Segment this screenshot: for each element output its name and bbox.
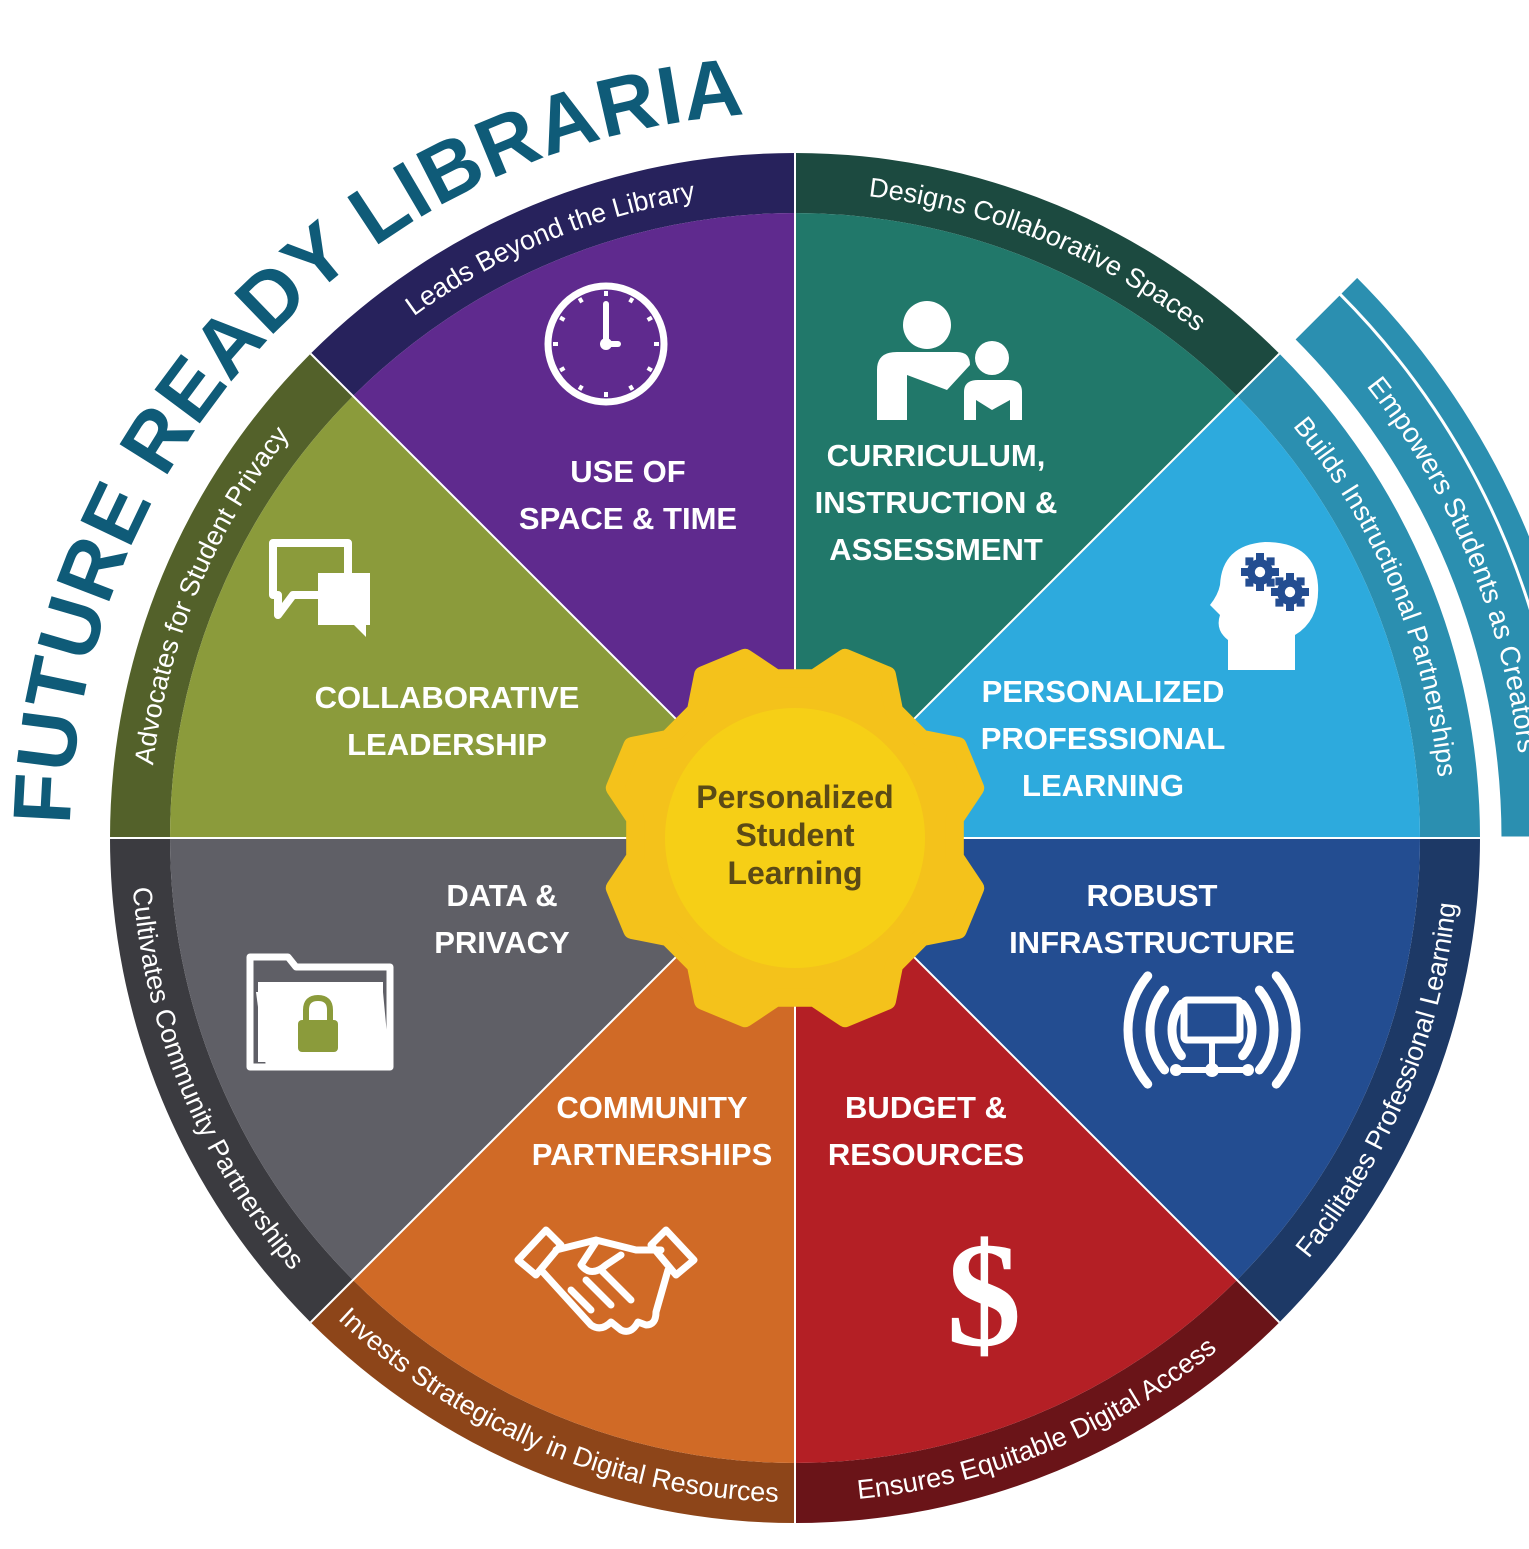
segment-community [170,838,795,1280]
chat-bubbles-icon [269,539,370,637]
ring-segment-budget [310,1279,795,1523]
outer-ring [110,153,1480,1523]
ring-segment-space [795,153,1280,397]
segment-label-budget: BUDGET &RESOURCES [828,1090,1024,1172]
ring-segment-ppl [1236,838,1480,1323]
ring-segment-infra [795,1279,1280,1523]
teacher-student-icon [877,301,1022,420]
outer-tab-band [1291,291,1529,840]
svg-text:$: $ [947,1212,1022,1378]
segment-label-data: DATA &PRIVACY [434,878,570,960]
handshake-icon [514,1226,698,1335]
outer-tabs: Curates Digital Resources and ToolsEmpow… [1291,273,1529,840]
segment-ppl [795,838,1420,1280]
segment-icons: $ [246,282,1319,1378]
ring-segment-community [110,838,354,1323]
segment-budget [353,838,795,1463]
head-gears-icon [1210,542,1319,670]
segment-infra [795,838,1237,1463]
clock-icon [544,282,668,406]
segment-curriculum [795,396,1420,838]
segment-data [170,396,795,838]
network-broadcast-icon [1123,971,1301,1089]
center-gear-core [665,708,925,968]
ring-segment-leadership [310,153,795,397]
ring-segment-curriculum [1236,353,1480,838]
segment-label-curriculum: CURRICULUM,INSTRUCTION &ASSESSMENT [815,438,1058,567]
locked-folder-icon [246,953,394,1071]
ring-segment-data [110,353,354,838]
dollar-icon: $ [947,1212,1022,1378]
segment-leadership [353,213,795,838]
segments [110,153,1480,1523]
